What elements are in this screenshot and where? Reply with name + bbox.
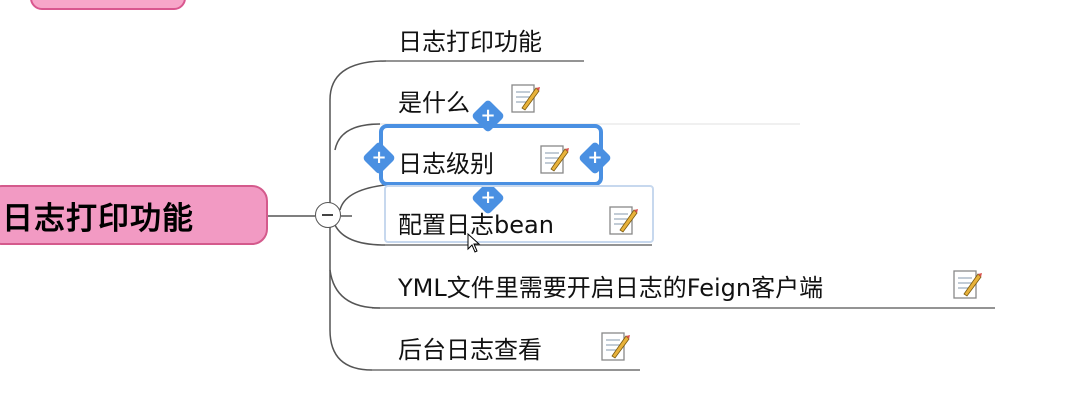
subtopic-1[interactable]: 是什么 <box>398 88 470 118</box>
subtopic-2[interactable]: 日志级别 <box>398 149 494 179</box>
subtopic-0[interactable]: 日志打印功能 <box>398 27 542 57</box>
branch-curve-2 <box>339 184 386 211</box>
subtopic-3[interactable]: 配置日志bean <box>398 210 554 240</box>
subtopic-label: 配置日志bean <box>398 211 554 239</box>
subtopic-4[interactable]: YML文件里需要开启日志的Feign客户端 <box>398 273 823 303</box>
subtopic-label: 日志级别 <box>398 150 494 178</box>
add-topic-top-handle[interactable]: + <box>471 99 505 133</box>
collapse-minus-icon[interactable] <box>315 202 341 228</box>
subtopic-label: YML文件里需要开启日志的Feign客户端 <box>398 274 824 302</box>
note-pencil-icon[interactable] <box>952 268 982 300</box>
subtopic-5[interactable]: 后台日志查看 <box>398 335 542 365</box>
branch-curve-4 <box>329 269 381 309</box>
branch-curve-1 <box>334 123 381 151</box>
central-topic[interactable]: 日志打印功能 <box>0 185 268 245</box>
subtopic-label: 后台日志查看 <box>398 336 542 364</box>
hover-frame <box>384 185 654 243</box>
add-topic-left-handle[interactable]: + <box>362 141 396 175</box>
note-pencil-icon[interactable] <box>539 143 569 175</box>
branch-spine <box>329 60 387 371</box>
subtopic-label: 是什么 <box>398 89 470 117</box>
note-pencil-icon[interactable] <box>608 204 638 236</box>
add-topic-right-handle[interactable]: + <box>578 141 612 175</box>
previous-topic-fragment[interactable] <box>30 0 186 10</box>
mouse-pointer-icon <box>467 233 481 253</box>
note-pencil-icon[interactable] <box>600 330 630 362</box>
subtopic-label: 日志打印功能 <box>398 28 542 56</box>
branch-curve-3 <box>334 224 386 246</box>
central-topic-label: 日志打印功能 <box>2 200 194 237</box>
note-pencil-icon[interactable] <box>510 82 540 114</box>
